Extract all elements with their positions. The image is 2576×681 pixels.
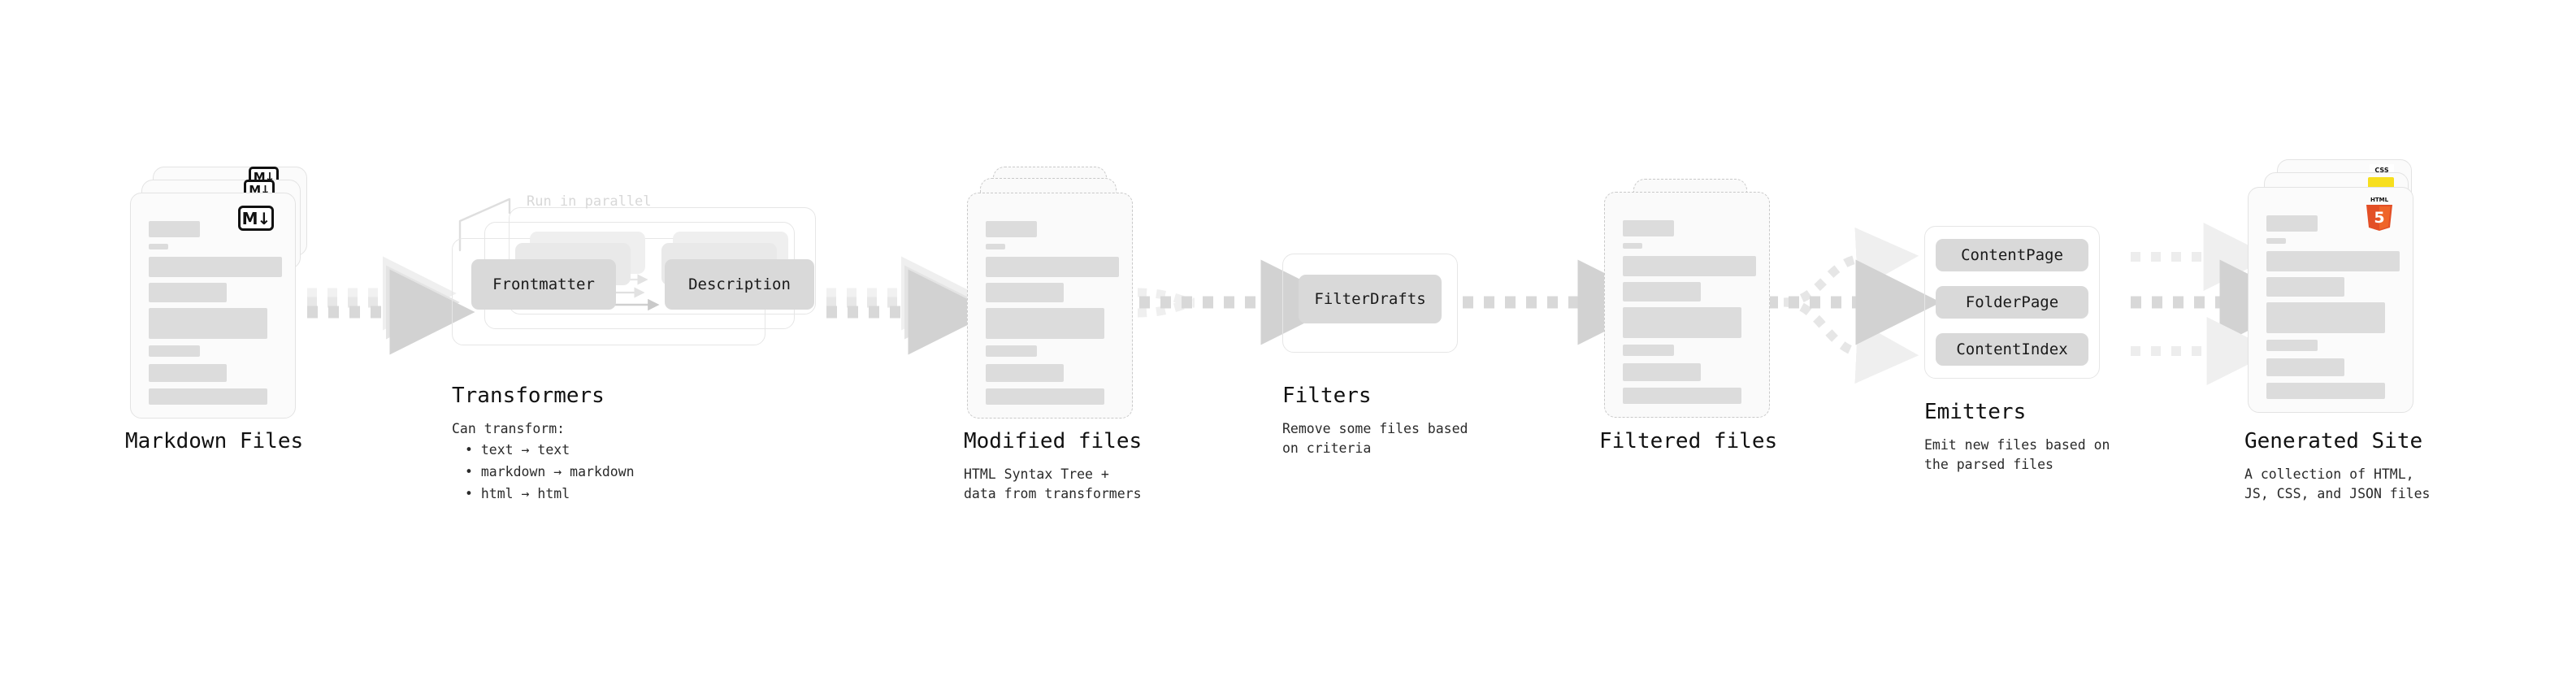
markdown-icon: M↓ <box>238 206 274 231</box>
generated-site-stack: CSS HTML 5 <box>2248 159 2443 419</box>
skeleton-line <box>1623 282 1701 301</box>
run-in-parallel-label: Run in parallel <box>527 193 652 210</box>
emitter-chip-contentpage[interactable]: ContentPage <box>1936 239 2088 271</box>
modified-files-stack <box>967 167 1154 419</box>
transformers-bullet-2: • html → html <box>465 486 570 501</box>
filters-subtitle: Remove some files based on criteria <box>1282 421 1468 456</box>
skeleton-line <box>149 257 282 277</box>
modified-card-front <box>967 193 1133 419</box>
skeleton-line <box>986 308 1104 339</box>
filters-title: Filters <box>1282 384 1372 408</box>
skeleton-line <box>986 257 1119 277</box>
html5-icon: HTML 5 <box>2363 195 2396 232</box>
generated-site-title: Generated Site <box>2244 429 2423 453</box>
skeleton-line <box>1623 363 1701 381</box>
transformers-title: Transformers <box>452 384 605 408</box>
skeleton-line <box>986 283 1064 302</box>
skeleton-line <box>2266 215 2318 232</box>
connector-emitters-to-site <box>2131 223 2305 385</box>
emitters-subtitle: Emit new files based on the parsed files <box>1924 437 2110 472</box>
skeleton-line <box>149 308 267 339</box>
skeleton-line <box>2266 358 2344 376</box>
skeleton-line <box>1623 220 1674 236</box>
filtered-files-stack <box>1604 179 1791 423</box>
skeleton-line <box>149 244 168 249</box>
connector-transformers-to-modified <box>826 256 994 355</box>
filters-panel <box>1282 254 1458 353</box>
generated-site-subtitle: A collection of HTML, JS, CSS, and JSON … <box>2244 466 2431 501</box>
skeleton-line <box>1623 345 1674 356</box>
skeleton-line <box>986 388 1104 405</box>
connector-md-to-transformers <box>307 256 475 355</box>
markdown-files-stack: M↓ M↓ M↓ <box>130 167 317 419</box>
skeleton-line <box>149 345 200 357</box>
skeleton-line <box>2266 383 2385 399</box>
skeleton-line <box>986 364 1064 382</box>
skeleton-line <box>1623 243 1642 249</box>
skeleton-line <box>986 345 1037 357</box>
emitters-title: Emitters <box>1924 400 2027 424</box>
svg-text:5: 5 <box>2374 209 2384 227</box>
skeleton-line <box>2266 340 2318 351</box>
filtered-files-title: Filtered files <box>1599 429 1778 453</box>
skeleton-line <box>2266 251 2400 271</box>
transformers-bullet-0: • text → text <box>465 442 570 458</box>
skeleton-line <box>149 364 227 382</box>
modified-files-title: Modified files <box>964 429 1143 453</box>
filter-chip-filterdrafts[interactable]: FilterDrafts <box>1299 275 1442 323</box>
transformer-chip-description[interactable]: Description <box>665 259 814 310</box>
skeleton-line <box>2266 302 2385 333</box>
emitter-chip-folderpage[interactable]: FolderPage <box>1936 286 2088 319</box>
skeleton-line <box>1623 388 1741 404</box>
markdown-files-title: Markdown Files <box>125 429 304 453</box>
modified-files-subtitle: HTML Syntax Tree + data from transformer… <box>964 466 1142 501</box>
skeleton-line <box>1623 256 1756 276</box>
skeleton-line <box>2266 277 2344 297</box>
skeleton-line <box>149 283 227 302</box>
skeleton-line <box>1623 307 1741 338</box>
transformers-subtitle: Can transform: <box>452 421 566 436</box>
filters-group: FilterDrafts <box>1282 254 1461 353</box>
emitter-chip-contentindex[interactable]: ContentIndex <box>1936 333 2088 366</box>
emitters-panel <box>1924 226 2100 379</box>
skeleton-line <box>2266 238 2286 244</box>
filtered-card-front <box>1604 192 1770 418</box>
svg-text:HTML: HTML <box>2370 197 2389 203</box>
transformers-group: Frontmatter Description <box>452 207 834 362</box>
emitters-group: ContentPage FolderPage ContentIndex <box>1924 226 2111 379</box>
transformer-chip-frontmatter[interactable]: Frontmatter <box>471 259 616 310</box>
skeleton-line <box>149 388 267 405</box>
connector-modified-to-filters <box>1137 259 1347 345</box>
skeleton-line <box>986 221 1037 237</box>
skeleton-line <box>986 244 1005 249</box>
transformers-bullet-1: • markdown → markdown <box>465 464 635 479</box>
skeleton-line <box>149 221 200 237</box>
